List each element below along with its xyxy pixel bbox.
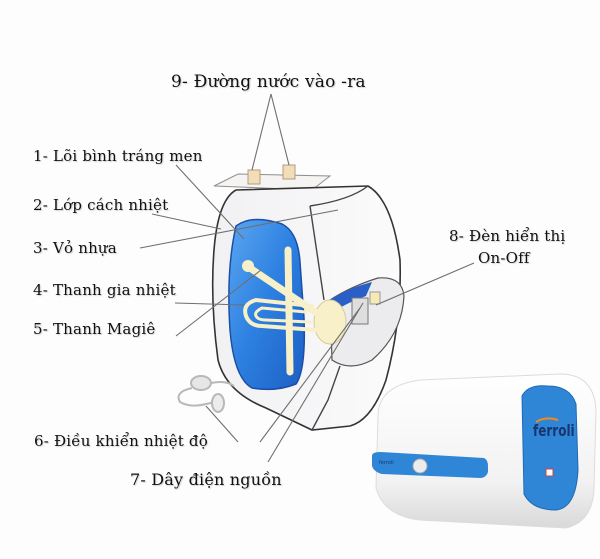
product-photo: [372, 373, 597, 529]
heating-element: [242, 246, 334, 376]
label-heating-element: 4- Thanh gia nhiệt: [33, 281, 176, 299]
label-enamel-tank-core: 1- Lõi bình tráng men: [33, 147, 203, 165]
label-water-inlet-outlet: 9- Đường nước vào -ra: [171, 72, 366, 92]
label-insulation-layer: 2- Lớp cách nhiệt: [33, 196, 169, 214]
power-cord: [177, 375, 235, 413]
product-brand-logo: ferroli: [533, 421, 575, 441]
control-housing: [313, 277, 405, 367]
label-plastic-casing: 3- Vỏ nhựa: [33, 239, 117, 257]
product-panel-brand: ferroli: [379, 460, 394, 466]
label-thermostat-control: 6- Điều khiển nhiệt độ: [34, 432, 208, 450]
label-indicator-light: 8- Đèn hiển thị: [449, 227, 566, 245]
top-plate: [213, 164, 332, 191]
label-indicator-light-onoff: On-Off: [478, 249, 530, 267]
label-power-cord: 7- Dây điện nguồn: [130, 470, 282, 489]
label-magnesium-rod: 5- Thanh Magiê: [33, 320, 156, 338]
leader-lines: [139, 93, 475, 463]
